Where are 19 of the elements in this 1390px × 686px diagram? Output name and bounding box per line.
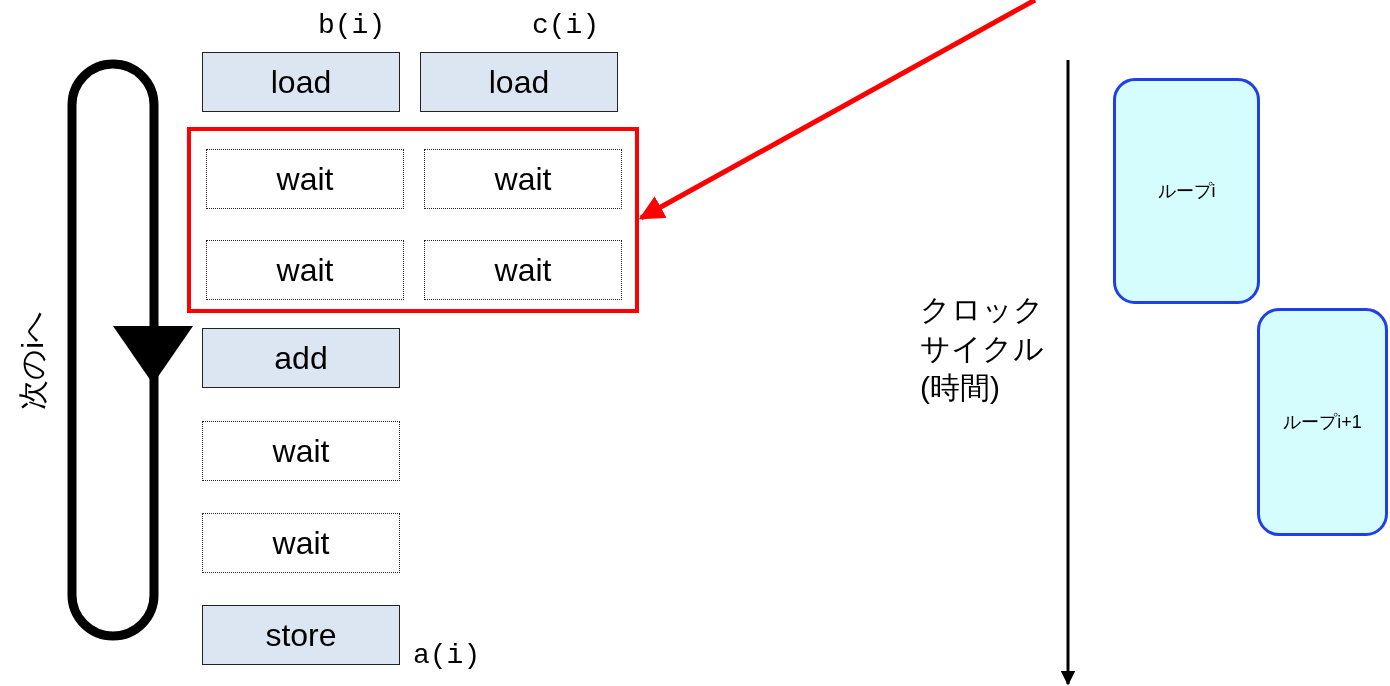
column-label: c(i) (532, 10, 600, 41)
wait-box: wait (424, 149, 622, 209)
wait-box: wait (206, 149, 404, 209)
operation-box: add (202, 328, 400, 388)
axis-label: クロックサイクル(時間) (920, 292, 1045, 406)
loop-box: ループi+1 (1257, 308, 1388, 536)
operation-box: load (420, 52, 618, 112)
operation-box: store (202, 605, 400, 665)
wait-box: wait (202, 513, 400, 573)
wait-box: wait (424, 240, 622, 300)
arrow (638, 0, 1037, 221)
operation-box: load (202, 52, 400, 112)
highlight-frame (187, 127, 639, 313)
column-label: b(i) (318, 10, 386, 41)
result-label: a(i) (413, 640, 481, 671)
wait-box: wait (206, 240, 404, 300)
loop-label: 次のiへ (14, 310, 50, 412)
wait-box: wait (202, 421, 400, 481)
loop-box: ループi (1113, 78, 1260, 304)
